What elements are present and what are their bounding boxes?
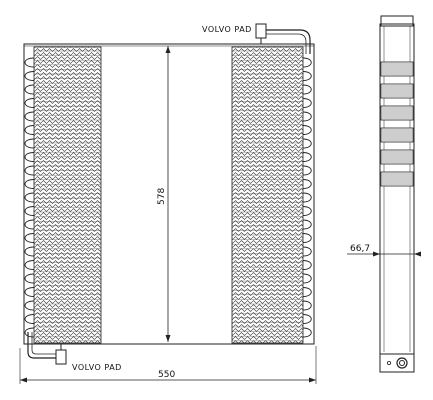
- side-view-port-icon: [396, 357, 408, 369]
- side-fin-block: [380, 105, 414, 121]
- return-bend: [302, 152, 312, 162]
- height-dimension-value: 578: [157, 188, 167, 205]
- return-bend: [302, 260, 312, 270]
- side-fin-block-outline: [380, 149, 414, 165]
- return-bend: [24, 260, 35, 270]
- return-bend: [302, 179, 312, 189]
- side-view-port-inner: [399, 360, 405, 366]
- width-dimension-value: 550: [158, 370, 175, 380]
- return-bend: [24, 152, 35, 162]
- return-bend: [24, 138, 35, 149]
- return-bend: [302, 273, 312, 284]
- return-bend: [24, 300, 35, 311]
- return-bend: [302, 98, 312, 108]
- top-connector-pad-icon: [255, 23, 267, 39]
- left-fin-band: [33, 46, 102, 344]
- return-bend: [302, 165, 312, 176]
- return-bend: [24, 98, 35, 108]
- return-bend: [302, 125, 312, 135]
- side-fin-block-outline: [380, 171, 414, 187]
- return-bend: [24, 84, 35, 95]
- side-fin-block-outline: [380, 127, 414, 143]
- return-bend: [24, 314, 35, 324]
- return-bend: [24, 125, 35, 135]
- return-bend: [24, 165, 35, 176]
- side-fin-block: [380, 61, 414, 77]
- return-bend: [302, 219, 312, 230]
- return-bend: [24, 111, 35, 122]
- return-bend: [302, 71, 312, 81]
- return-bend: [302, 206, 312, 216]
- return-bend: [24, 219, 35, 230]
- return-bend: [302, 300, 312, 311]
- return-bend: [24, 287, 35, 297]
- left-tube-lines: [34, 50, 101, 341]
- return-bend: [24, 233, 35, 243]
- side-view-top-cap: [380, 15, 414, 27]
- return-bend: [302, 233, 312, 243]
- return-bend: [24, 206, 35, 216]
- height-dimension: 578: [157, 46, 171, 342]
- side-view-bottom-block: [379, 353, 415, 373]
- width-dimension: 550: [19, 346, 317, 384]
- left-return-bends: [24, 57, 35, 338]
- bottom-connector-label: VOLVO PAD: [72, 363, 122, 372]
- top-connector-pipe: [264, 29, 311, 54]
- return-bend: [302, 314, 312, 324]
- return-bend: [24, 57, 35, 68]
- right-fin-band: [231, 46, 304, 344]
- return-bend: [302, 327, 312, 338]
- return-bend: [24, 71, 35, 81]
- side-fin-block: [380, 83, 414, 99]
- side-fin-block: [380, 127, 414, 143]
- return-bend: [302, 111, 312, 122]
- return-bend: [302, 192, 312, 203]
- top-connector-pipe-inner: [264, 33, 307, 54]
- return-bend: [24, 192, 35, 203]
- side-fin-block-outline: [380, 61, 414, 77]
- right-return-bends: [302, 57, 312, 338]
- side-view-bolt: [386, 360, 391, 365]
- side-view-fins: [380, 61, 414, 187]
- return-bend: [302, 246, 312, 257]
- bottom-connector-pipe: [27, 332, 56, 359]
- return-bend: [302, 287, 312, 297]
- return-bend: [24, 327, 35, 338]
- return-bend: [302, 84, 312, 95]
- top-connector-label: VOLVO PAD: [202, 25, 252, 34]
- side-view: 66,7: [347, 15, 421, 373]
- right-tube-lines: [232, 50, 303, 341]
- core-frame: [23, 43, 315, 345]
- side-fin-block-outline: [380, 105, 414, 121]
- return-bend: [24, 273, 35, 284]
- return-bend: [302, 138, 312, 149]
- return-bend: [24, 179, 35, 189]
- side-fin-block: [380, 171, 414, 187]
- side-fin-block: [380, 149, 414, 165]
- side-fin-block-outline: [380, 83, 414, 99]
- return-bend: [24, 246, 35, 257]
- depth-dimension: 66,7: [347, 244, 421, 257]
- depth-dimension-value: 66,7: [350, 244, 370, 254]
- front-view: VOLVO PAD VOLVO PAD 578 550: [19, 23, 317, 384]
- bottom-connector-pipe-inner: [31, 332, 56, 355]
- return-bend: [302, 57, 312, 68]
- bottom-connector-pad-icon: [55, 349, 67, 365]
